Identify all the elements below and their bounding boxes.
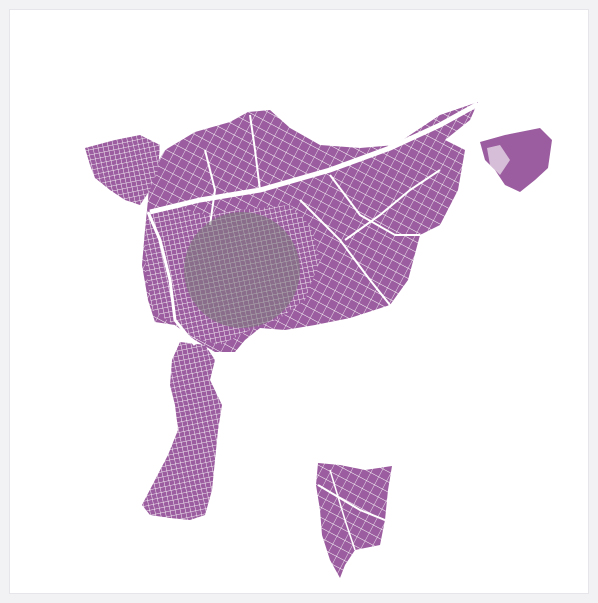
district-northeast[interactable] [480,128,552,192]
district-southeast[interactable] [316,463,392,578]
highlight-area[interactable] [184,212,300,328]
district-south-tail[interactable] [142,342,222,520]
district-northwest[interactable] [85,135,160,205]
secondary-road [146,211,197,346]
main-road [149,101,480,215]
